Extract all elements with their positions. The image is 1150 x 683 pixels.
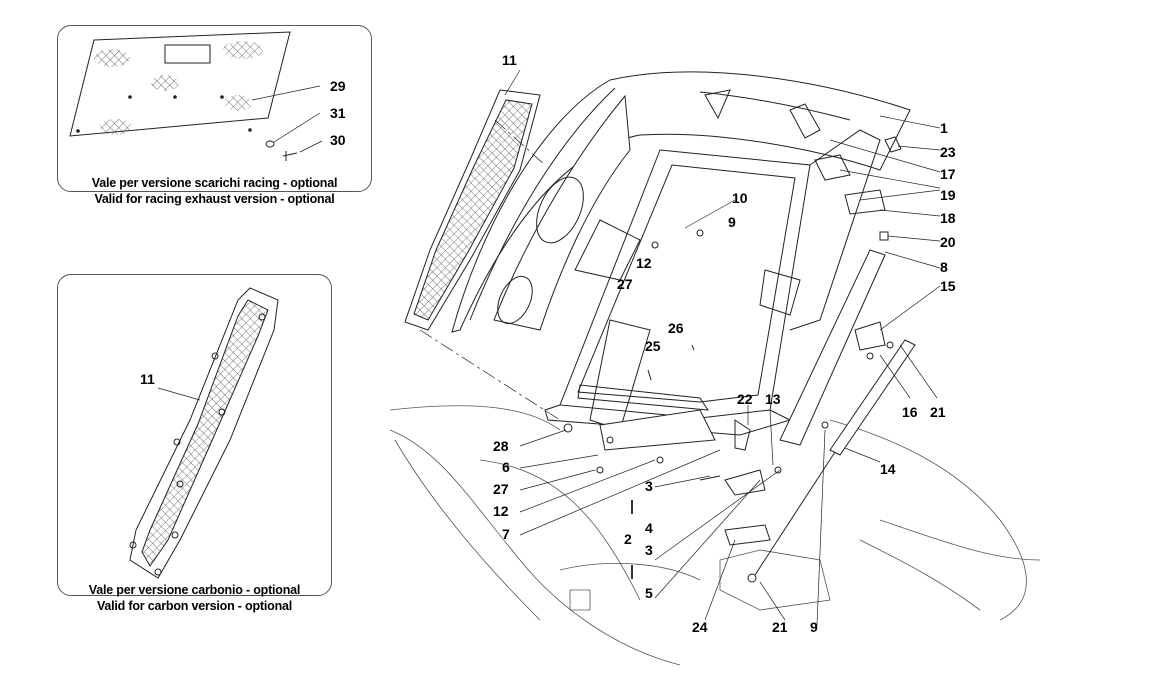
callout-20: 20 bbox=[940, 234, 956, 250]
callout-4: 4 bbox=[645, 520, 653, 536]
callout-29: 29 bbox=[330, 78, 346, 94]
callout-27-a: 27 bbox=[617, 276, 633, 292]
callout-2: 2 bbox=[624, 531, 632, 547]
callout-17: 17 bbox=[940, 166, 956, 182]
alignment-lines bbox=[419, 119, 561, 421]
callout-7: 7 bbox=[502, 526, 510, 542]
callout-21-b: 21 bbox=[772, 619, 788, 635]
callout-3-a: 3 bbox=[645, 478, 653, 494]
callout-9-a: 9 bbox=[728, 214, 736, 230]
carbon-caption-it: Vale per versione carbonio - optional bbox=[88, 583, 301, 597]
callout-23: 23 bbox=[940, 144, 956, 160]
callout-1: 1 bbox=[940, 120, 948, 136]
callout-21-a: 21 bbox=[930, 404, 946, 420]
callout-3-b: 3 bbox=[645, 542, 653, 558]
callout-11-inset: 11 bbox=[140, 371, 155, 387]
callout-15: 15 bbox=[940, 278, 956, 294]
racing-caption-it: Vale per versione scarichi racing - opti… bbox=[91, 176, 338, 190]
callout-19: 19 bbox=[940, 187, 956, 203]
carbon-caption-en: Valid for carbon version - optional bbox=[96, 599, 293, 613]
leader-lines bbox=[504, 69, 941, 626]
car-body-outline bbox=[389, 405, 1041, 666]
callout-16: 16 bbox=[902, 404, 918, 420]
callout-9-b: 9 bbox=[810, 619, 818, 635]
callout-18: 18 bbox=[940, 210, 956, 226]
callout-24: 24 bbox=[692, 619, 708, 635]
callout-31: 31 bbox=[330, 105, 346, 121]
callout-14: 14 bbox=[880, 461, 896, 477]
callout-22: 22 bbox=[737, 391, 753, 407]
callout-25: 25 bbox=[645, 338, 661, 354]
callout-12-a: 12 bbox=[636, 255, 652, 271]
carbon-vent-part bbox=[129, 287, 279, 579]
callout-8: 8 bbox=[940, 259, 948, 275]
callout-13: 13 bbox=[765, 391, 781, 407]
callout-27-b: 27 bbox=[493, 481, 509, 497]
racing-grille-panel bbox=[69, 31, 323, 161]
callout-10: 10 bbox=[732, 190, 748, 206]
racing-caption-en: Valid for racing exhaust version - optio… bbox=[94, 192, 335, 206]
callout-30: 30 bbox=[330, 132, 346, 148]
callout-26: 26 bbox=[668, 320, 684, 336]
callout-6: 6 bbox=[502, 459, 510, 475]
callout-28: 28 bbox=[493, 438, 509, 454]
callout-11: 11 bbox=[502, 52, 517, 68]
vent-grille-11 bbox=[404, 89, 541, 331]
callout-12-b: 12 bbox=[493, 503, 509, 519]
hood-assembly bbox=[451, 71, 916, 583]
callout-5: 5 bbox=[645, 585, 653, 601]
